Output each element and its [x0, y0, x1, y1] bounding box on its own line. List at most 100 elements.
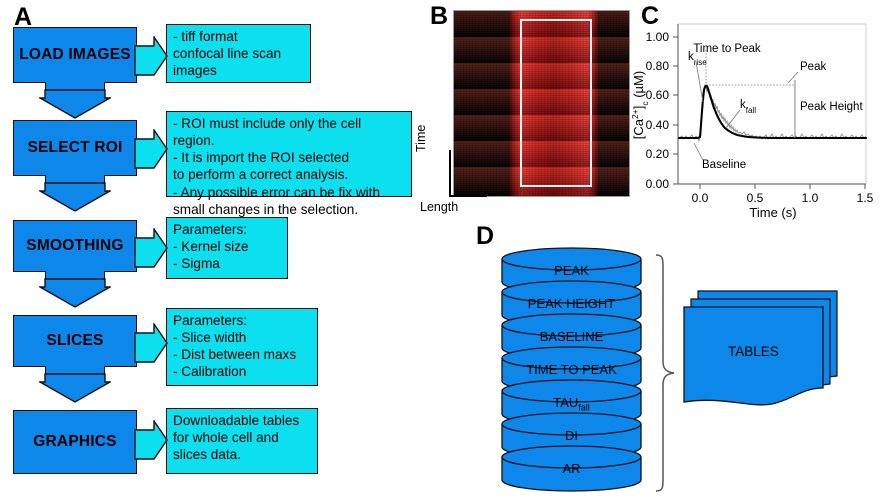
flow-note-select-roi: - ROI must include only the cell region.…	[166, 111, 412, 217]
panel-letter-a: A	[14, 3, 33, 31]
chart-annotation-baseline: Baseline	[702, 159, 746, 171]
flow-note-slices: Parameters: - Slice width - Dist between…	[166, 308, 318, 386]
chart-x-axis-title: Time (s)	[749, 205, 796, 220]
roi-selection-rectangle[interactable]	[520, 19, 592, 187]
panel-c-calcium-transient-chart: 1.00 0.80 0.60 0.40 0.20 0.00 0.0 0.5 1.…	[630, 23, 874, 220]
image-noise-overlay	[454, 11, 629, 196]
transient-band	[454, 37, 629, 63]
chart-ytick-label: 0.00	[646, 177, 670, 191]
chart-ytick-label: 0.20	[646, 147, 670, 161]
panel-b-y-axis-label: Time	[414, 124, 428, 152]
flow-step-smoothing[interactable]: SMOOTHING	[13, 220, 137, 272]
ylabel-superscript: 2+	[630, 109, 640, 119]
cylinder-label-tau: TAUfall	[501, 395, 642, 413]
curly-brace-icon	[655, 254, 675, 492]
flow-step-slices[interactable]: SLICES	[13, 315, 137, 367]
flow-step-load-images[interactable]: LOAD IMAGES	[13, 27, 137, 83]
svg-text:[Ca2+]c (µM): [Ca2+]c (µM)	[630, 71, 650, 139]
chart-ytick-label: 0.80	[646, 59, 670, 73]
cylinder-label: TIME TO PEAK	[526, 362, 617, 377]
database-cylinder-time-to-peak[interactable]: TIME TO PEAK	[501, 346, 642, 393]
cylinder-label: PEAK	[554, 263, 589, 278]
tables-label: TABLES	[728, 344, 779, 359]
cylinder-label: PEAK HEIGHT	[527, 296, 616, 311]
k-fall-symbol: k	[740, 99, 746, 111]
cylinder-label: AR	[562, 461, 581, 476]
down-arrow-icon-2	[39, 182, 111, 212]
chart-ytick-label: 0.40	[646, 118, 670, 132]
transient-band	[454, 63, 629, 89]
k-rise-subscript: rise	[694, 58, 707, 67]
flow-note-graphics: Downloadable tables for whole cell and s…	[166, 408, 318, 474]
chart-ytick-label: 1.00	[646, 30, 670, 44]
database-cylinder-tau-fall[interactable]: TAUfall	[501, 379, 642, 426]
k-rise-symbol: k	[688, 51, 694, 63]
down-arrow-icon-4	[39, 373, 111, 403]
right-arrow-icon-5	[134, 420, 168, 460]
flow-step-label: GRAPHICS	[33, 433, 117, 450]
chart-annotation-k-fall: kfall	[740, 99, 756, 115]
down-arrow-icon-3	[39, 278, 111, 308]
tables-output-stack[interactable]: TABLES	[682, 288, 842, 418]
chart-annotation-lines	[693, 50, 799, 163]
chart-xtick-label: 1.5	[857, 191, 874, 205]
cylinder-label: DI	[565, 428, 578, 443]
panel-b-x-axis-label: Length	[420, 200, 459, 214]
chart-annotation-peak-height: Peak Height	[800, 101, 863, 113]
right-arrow-icon-2	[134, 129, 168, 169]
cylinder-shape	[501, 280, 642, 327]
ylabel-subscript: c	[640, 101, 650, 106]
chart-raw-trace	[678, 83, 867, 143]
flow-step-select-roi[interactable]: SELECT ROI	[13, 120, 137, 176]
chart-y-ticks: 1.00 0.80 0.60 0.40 0.20 0.00	[646, 30, 678, 191]
cylinder-shape	[501, 445, 642, 492]
flow-step-label: SELECT ROI	[27, 139, 123, 156]
ylabel-suffix: (µM)	[631, 71, 646, 102]
database-cylinder-peak-height[interactable]: PEAK HEIGHT	[501, 280, 642, 327]
database-cylinder-ar[interactable]: AR	[501, 445, 642, 492]
tables-stack-shape	[683, 290, 838, 406]
confocal-line-scan-image	[453, 10, 630, 197]
chart-y-axis-title: [Ca2+]c (µM)	[630, 71, 650, 139]
chart-axes	[677, 23, 867, 185]
flow-step-label: SLICES	[46, 332, 104, 349]
flow-note-smoothing: Parameters: - Kernel size - Sigma	[166, 217, 288, 279]
cylinder-shape	[501, 247, 642, 294]
panel-letter-d: D	[476, 222, 495, 250]
transient-band	[454, 167, 629, 196]
transient-band	[454, 89, 629, 115]
flow-step-label: SMOOTHING	[26, 237, 124, 254]
panel-b-axis-lines	[449, 150, 487, 197]
flow-note-load-images: - tiff format confocal line scan images	[166, 24, 311, 83]
transient-band	[454, 115, 629, 141]
database-cylinder-peak[interactable]: PEAK	[501, 247, 642, 294]
cylinder-label-tau-sub: fall	[578, 402, 590, 413]
panel-letter-c: C	[641, 2, 660, 30]
chart-fitted-transient	[677, 84, 868, 140]
right-arrow-icon-1	[134, 36, 168, 76]
ylabel-prefix: [Ca	[631, 118, 646, 139]
cell-region	[510, 11, 598, 196]
chart-annotation-k-rise: krise	[688, 51, 707, 67]
transient-band	[454, 141, 629, 167]
chart-xtick-label: 0.5	[747, 191, 764, 205]
right-arrow-icon-4	[134, 323, 168, 363]
database-cylinder-baseline[interactable]: BASELINE	[501, 313, 642, 360]
panel-letter-b: B	[430, 2, 449, 30]
chart-x-ticks: 0.0 0.5 1.0 1.5	[692, 184, 874, 205]
chart-xtick-label: 0.0	[692, 191, 709, 205]
right-arrow-icon-3	[134, 228, 168, 268]
cylinder-label-tau-main: TAU	[553, 395, 579, 410]
flow-step-label: LOAD IMAGES	[19, 46, 131, 63]
chart-annotation-time-to-peak: Time to Peak	[693, 43, 761, 55]
cylinder-label: BASELINE	[539, 329, 604, 344]
transient-band	[454, 11, 629, 37]
chart-ytick-label: 0.60	[646, 88, 670, 102]
down-arrow-icon-1	[39, 89, 111, 119]
panel-d-outputs: PEAK PEAK HEIGHT BASELINE TIME TO PEAK T…	[460, 240, 879, 497]
panel-a-flowchart: LOAD IMAGES - tiff format confocal line …	[13, 24, 412, 474]
flow-step-graphics[interactable]: GRAPHICS	[13, 410, 137, 474]
chart-annotation-peak: Peak	[800, 61, 826, 73]
database-cylinder-di[interactable]: DI	[501, 412, 642, 459]
chart-xtick-label: 1.0	[802, 191, 819, 205]
